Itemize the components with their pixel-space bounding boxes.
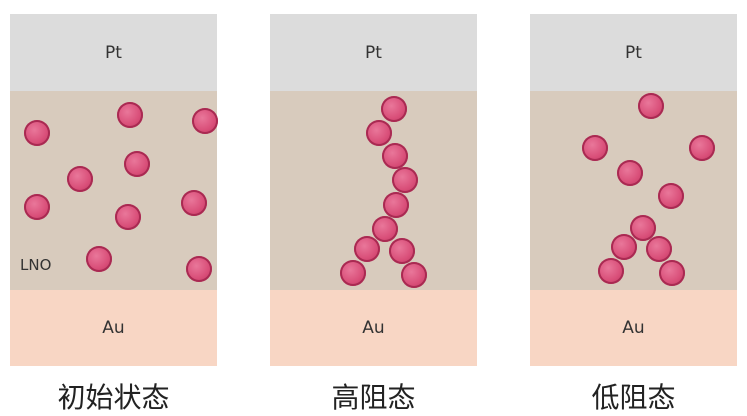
pt-label: Pt [105, 42, 122, 63]
oxygen-ion [181, 190, 207, 216]
oxygen-ion [124, 151, 150, 177]
oxygen-ion [366, 120, 392, 146]
oxygen-ion [86, 246, 112, 272]
oxygen-ion [372, 216, 398, 242]
oxygen-ion [383, 192, 409, 218]
panel-initial: Pt Au LNO [10, 14, 218, 366]
oxygen-ion [24, 194, 50, 220]
oxygen-ion [354, 236, 380, 262]
oxygen-ion [115, 204, 141, 230]
au-electrode: Au [270, 290, 477, 366]
oxygen-ion [689, 135, 715, 161]
pt-label: Pt [625, 42, 642, 63]
au-electrode: Au [10, 290, 217, 366]
oxygen-ion [392, 167, 418, 193]
oxygen-ion [340, 260, 366, 286]
oxygen-ion [67, 166, 93, 192]
pt-electrode: Pt [10, 14, 217, 91]
lno-layer [530, 91, 737, 290]
oxygen-ion [401, 262, 427, 288]
oxygen-ion [381, 96, 407, 122]
oxygen-ion [582, 135, 608, 161]
au-label: Au [102, 318, 125, 338]
oxygen-ion [598, 258, 624, 284]
oxygen-ion [646, 236, 672, 262]
au-label: Au [362, 318, 385, 338]
oxygen-ion [192, 108, 218, 134]
oxygen-ion [24, 120, 50, 146]
caption-high-resistance: 高阻态 [331, 381, 416, 414]
oxygen-ion [638, 93, 664, 119]
panel-high-resistance: Pt Au [270, 14, 477, 366]
oxygen-ion [389, 238, 415, 264]
caption-low-resistance: 低阻态 [591, 381, 676, 414]
pt-electrode: Pt [270, 14, 477, 91]
oxygen-ion [659, 260, 685, 286]
oxygen-ion [382, 143, 408, 169]
oxygen-ion [117, 102, 143, 128]
lno-label: LNO [20, 256, 52, 274]
au-label: Au [622, 318, 645, 338]
panel-low-resistance: Pt Au [530, 14, 737, 366]
oxygen-ion [617, 160, 643, 186]
pt-label: Pt [365, 42, 382, 63]
au-electrode: Au [530, 290, 737, 366]
caption-initial: 初始状态 [57, 381, 170, 414]
pt-electrode: Pt [530, 14, 737, 91]
oxygen-ion [186, 256, 212, 282]
oxygen-ion [611, 234, 637, 260]
oxygen-ion [658, 183, 684, 209]
